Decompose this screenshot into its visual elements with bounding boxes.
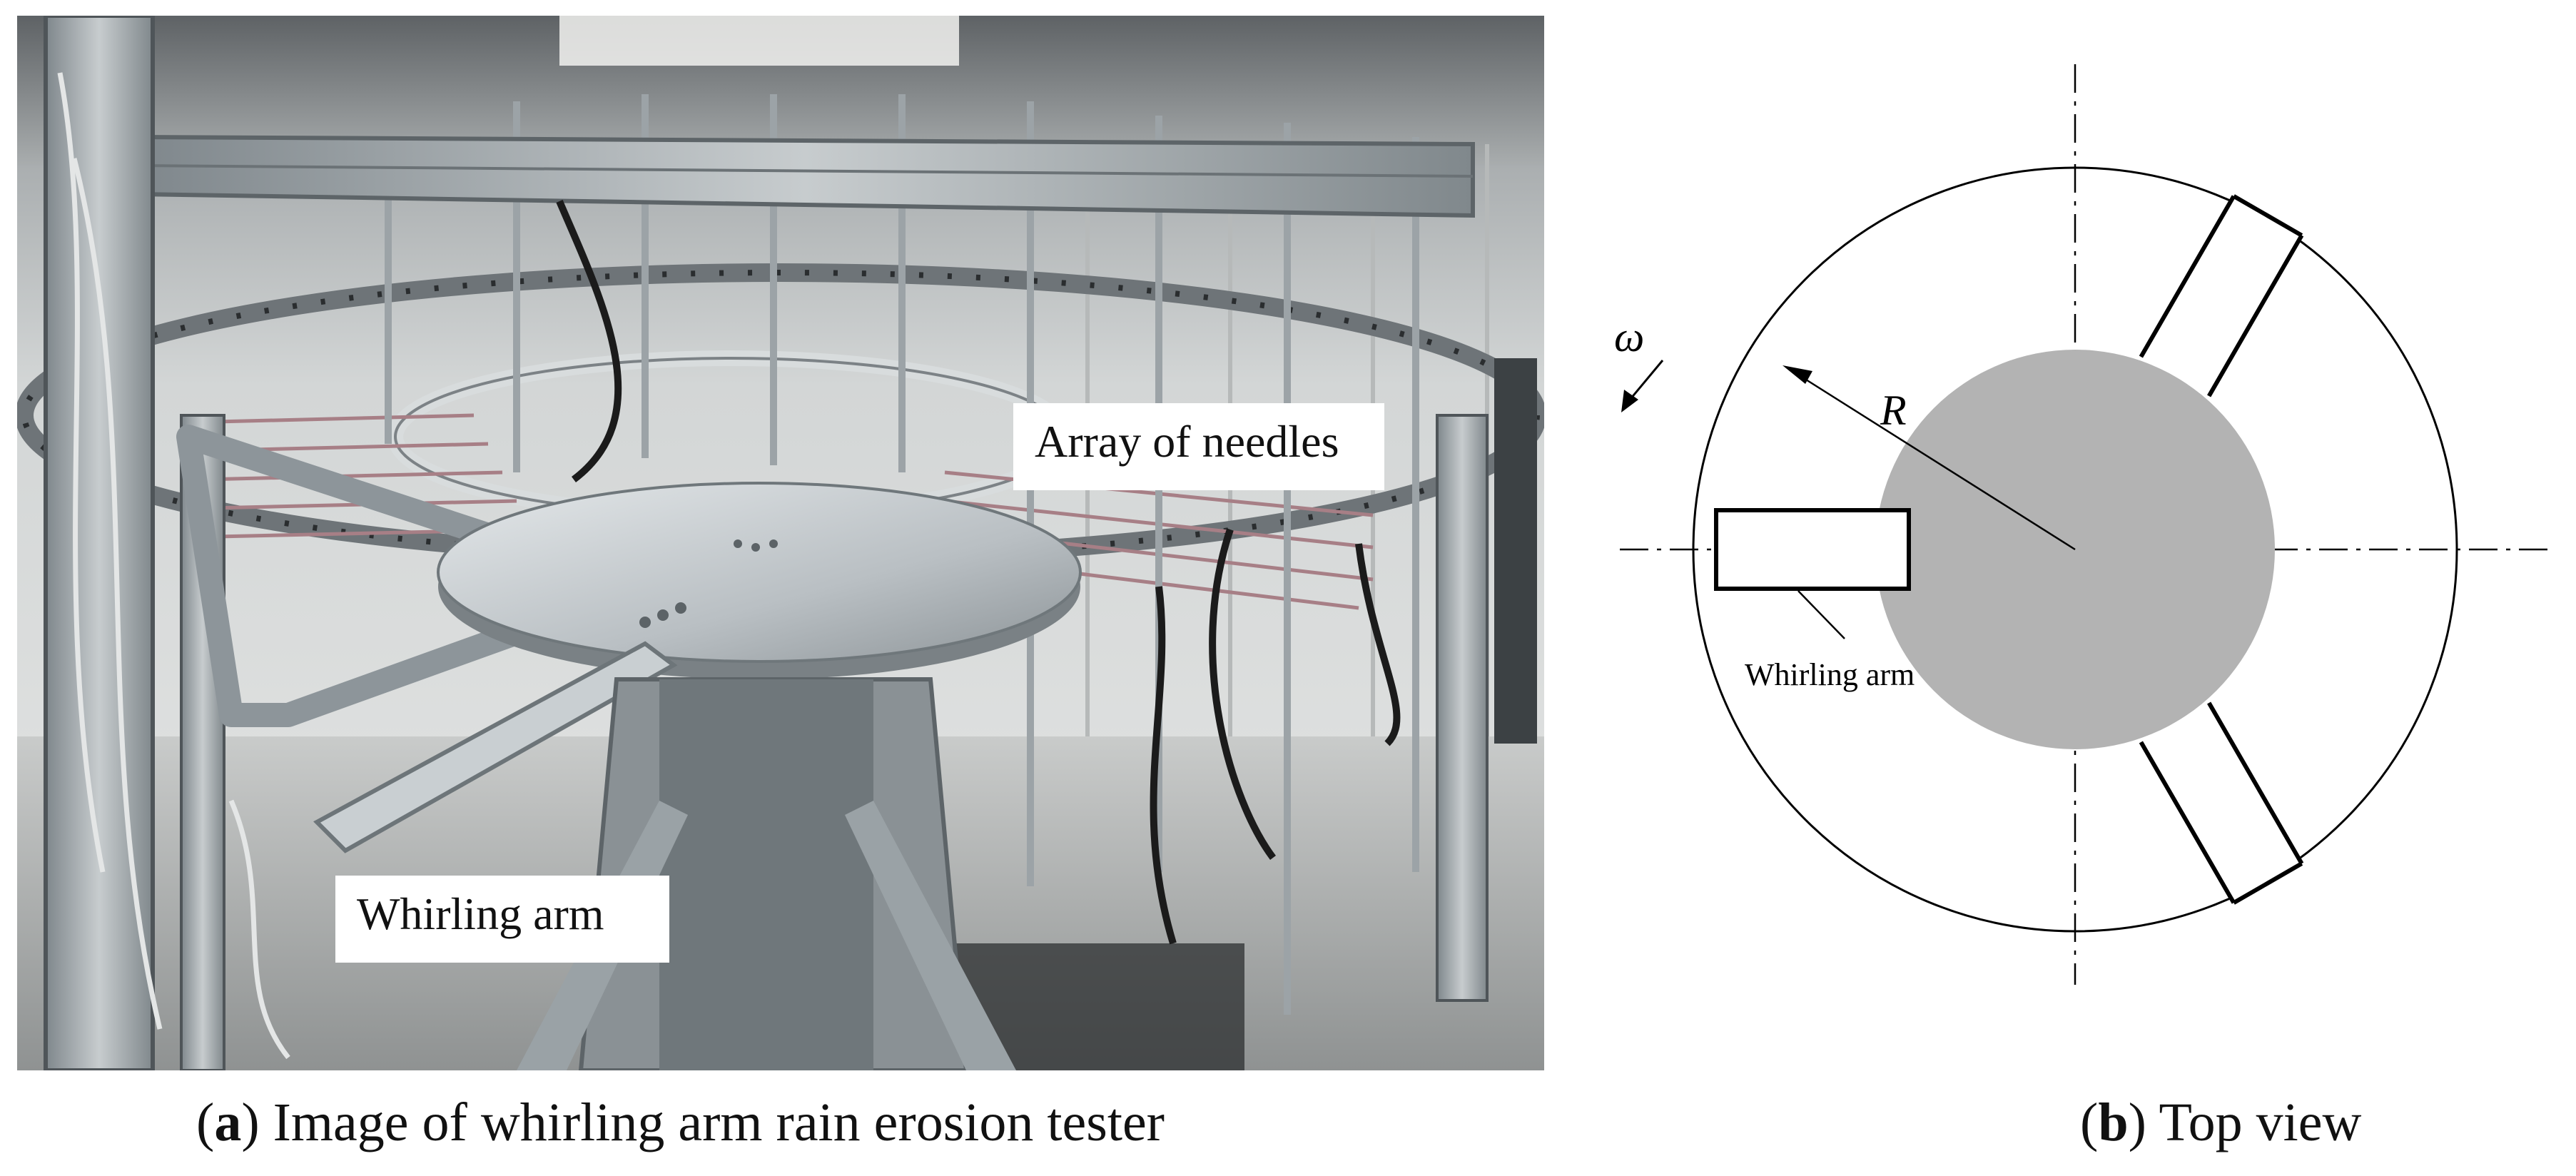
central-disk bbox=[437, 482, 1082, 663]
whirling-arm-blade bbox=[313, 641, 678, 853]
caption-b: (b) Top view bbox=[2080, 1095, 2361, 1150]
omega-label: ω bbox=[1614, 313, 1644, 360]
omega-arrowhead bbox=[1621, 390, 1638, 412]
caption-b-text: Top view bbox=[2146, 1093, 2362, 1152]
arm-lower-right bbox=[2139, 701, 2304, 905]
caption-a-open: ( bbox=[196, 1093, 215, 1152]
label-whirling-arm: Whirling arm bbox=[335, 876, 669, 963]
ceiling-light bbox=[559, 16, 959, 66]
pedestal-leg-right bbox=[845, 801, 1016, 1070]
arm-label: Whirling arm bbox=[1745, 657, 1915, 692]
radius-label: R bbox=[1880, 387, 1907, 434]
cables bbox=[556, 200, 1401, 945]
caption-b-close: ) bbox=[2128, 1093, 2146, 1152]
disk-bolts bbox=[639, 539, 778, 628]
caption-a-close: ) bbox=[241, 1093, 260, 1152]
tester-photo-illustration bbox=[17, 16, 1544, 1070]
pedestal-core bbox=[659, 679, 873, 1070]
caption-b-letter: b bbox=[2098, 1093, 2129, 1152]
caption-a-letter: a bbox=[214, 1093, 242, 1152]
right-post bbox=[1436, 414, 1489, 1002]
right-dark-panel bbox=[1494, 358, 1537, 744]
white-cables bbox=[57, 72, 290, 1060]
arm-left bbox=[1714, 508, 1911, 591]
top-view-diagram: R ω Whirling arm bbox=[1598, 21, 2576, 1078]
label-array-of-needles: Array of needles bbox=[1013, 403, 1384, 490]
radius-arrowhead bbox=[1783, 365, 1812, 384]
top-view-svg: R ω Whirling arm bbox=[1614, 64, 2555, 985]
caption-a: (a) Image of whirling arm rain erosion t… bbox=[196, 1095, 1165, 1150]
arm-leader-line bbox=[1797, 590, 1845, 639]
caption-a-text: Image of whirling arm rain erosion teste… bbox=[259, 1093, 1165, 1152]
radius-line bbox=[1792, 370, 2076, 551]
arm-upper-right bbox=[2139, 194, 2304, 397]
tester-photo bbox=[17, 16, 1544, 1070]
caption-b-open: ( bbox=[2080, 1093, 2099, 1152]
